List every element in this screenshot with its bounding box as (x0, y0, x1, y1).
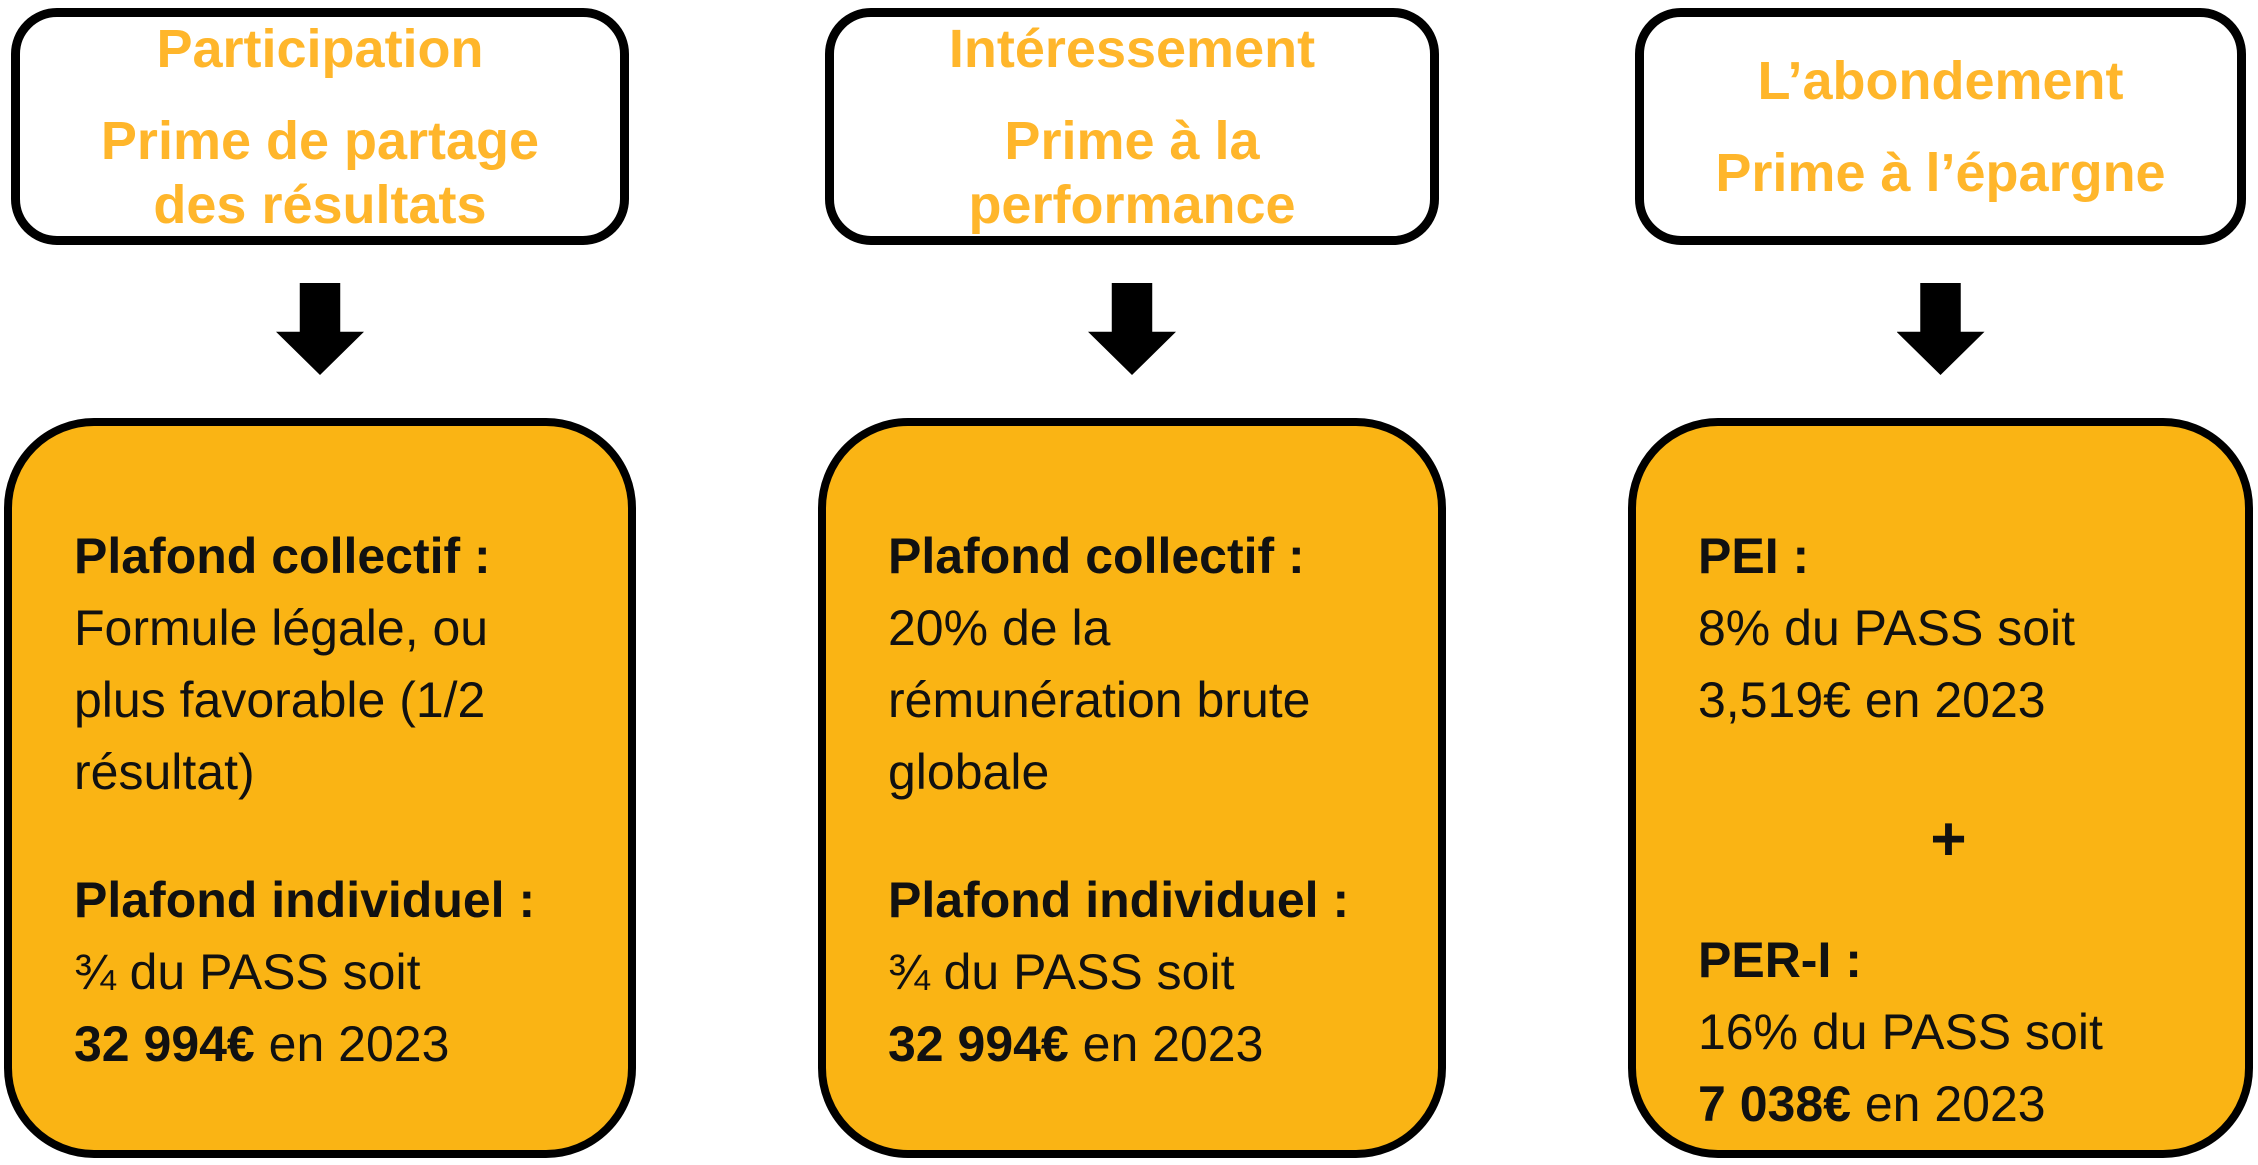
section-text: ¾ du PASS soit (888, 944, 1235, 1000)
amount-line: 32 994€ en 2023 (74, 1008, 582, 1080)
column-abondement: L’abondement Prime à l’épargne PEI : 8% … (1628, 0, 2253, 1165)
section-pei: PEI : 8% du PASS soit 3,519€ en 2023 (1698, 520, 2199, 736)
amount-line: 32 994€ en 2023 (888, 1008, 1392, 1080)
body-box-abondement: PEI : 8% du PASS soit 3,519€ en 2023 + P… (1628, 418, 2253, 1158)
section-plafond-individuel: Plafond individuel : ¾ du PASS soit 32 9… (74, 864, 582, 1080)
header-box-abondement: L’abondement Prime à l’épargne (1635, 8, 2246, 245)
section-text: 8% du PASS soit 3,519€ en 2023 (1698, 600, 2076, 728)
section-text: 16% du PASS soit (1698, 1004, 2103, 1060)
header-title: L’abondement (1757, 50, 2124, 111)
section-heading: Plafond collectif : (74, 528, 491, 584)
section-heading: Plafond collectif : (888, 528, 1305, 584)
amount-year: en 2023 (1850, 1076, 2046, 1132)
amount-value: 32 994€ (888, 1016, 1069, 1072)
header-title: Intéressement (948, 18, 1316, 79)
amount-year: en 2023 (1068, 1016, 1264, 1072)
section-plafond-collectif: Plafond collectif : 20% de la rémunérati… (888, 520, 1392, 808)
body-box-interessement: Plafond collectif : 20% de la rémunérati… (818, 418, 1446, 1158)
section-heading: Plafond individuel : (74, 872, 536, 928)
header-subtitle: Prime à l’épargne (1715, 142, 2166, 203)
section-per-i: PER-I : 16% du PASS soit 7 038€ en 2023 (1698, 924, 2199, 1140)
column-interessement: Intéressement Prime à la performance Pla… (818, 0, 1446, 1165)
header-box-interessement: Intéressement Prime à la performance (825, 8, 1439, 245)
down-arrow-icon (1896, 283, 1985, 375)
section-plafond-collectif: Plafond collectif : Formule légale, ou p… (74, 520, 582, 808)
amount-value: 32 994€ (74, 1016, 255, 1072)
amount-line: 7 038€ en 2023 (1698, 1068, 2199, 1140)
header-title: Participation (156, 18, 484, 79)
body-box-participation: Plafond collectif : Formule légale, ou p… (4, 418, 636, 1158)
section-text: ¾ du PASS soit (74, 944, 421, 1000)
amount-value: 7 038€ (1698, 1076, 1851, 1132)
section-heading: PER-I : (1698, 932, 1862, 988)
header-subtitle: Prime à la performance (968, 110, 1296, 235)
down-arrow-icon (1088, 283, 1176, 375)
down-arrow-icon (276, 283, 364, 375)
header-subtitle: Prime de partage des résultats (100, 110, 540, 235)
section-heading: PEI : (1698, 528, 1810, 584)
section-text: Formule légale, ou plus favorable (1/2 r… (74, 600, 489, 800)
header-box-participation: Participation Prime de partage des résul… (11, 8, 629, 245)
column-participation: Participation Prime de partage des résul… (4, 0, 636, 1165)
section-text: 20% de la rémunération brute globale (888, 600, 1311, 800)
amount-year: en 2023 (254, 1016, 450, 1072)
plus-sign: + (1930, 805, 1967, 874)
section-plafond-individuel: Plafond individuel : ¾ du PASS soit 32 9… (888, 864, 1392, 1080)
section-heading: Plafond individuel : (888, 872, 1350, 928)
